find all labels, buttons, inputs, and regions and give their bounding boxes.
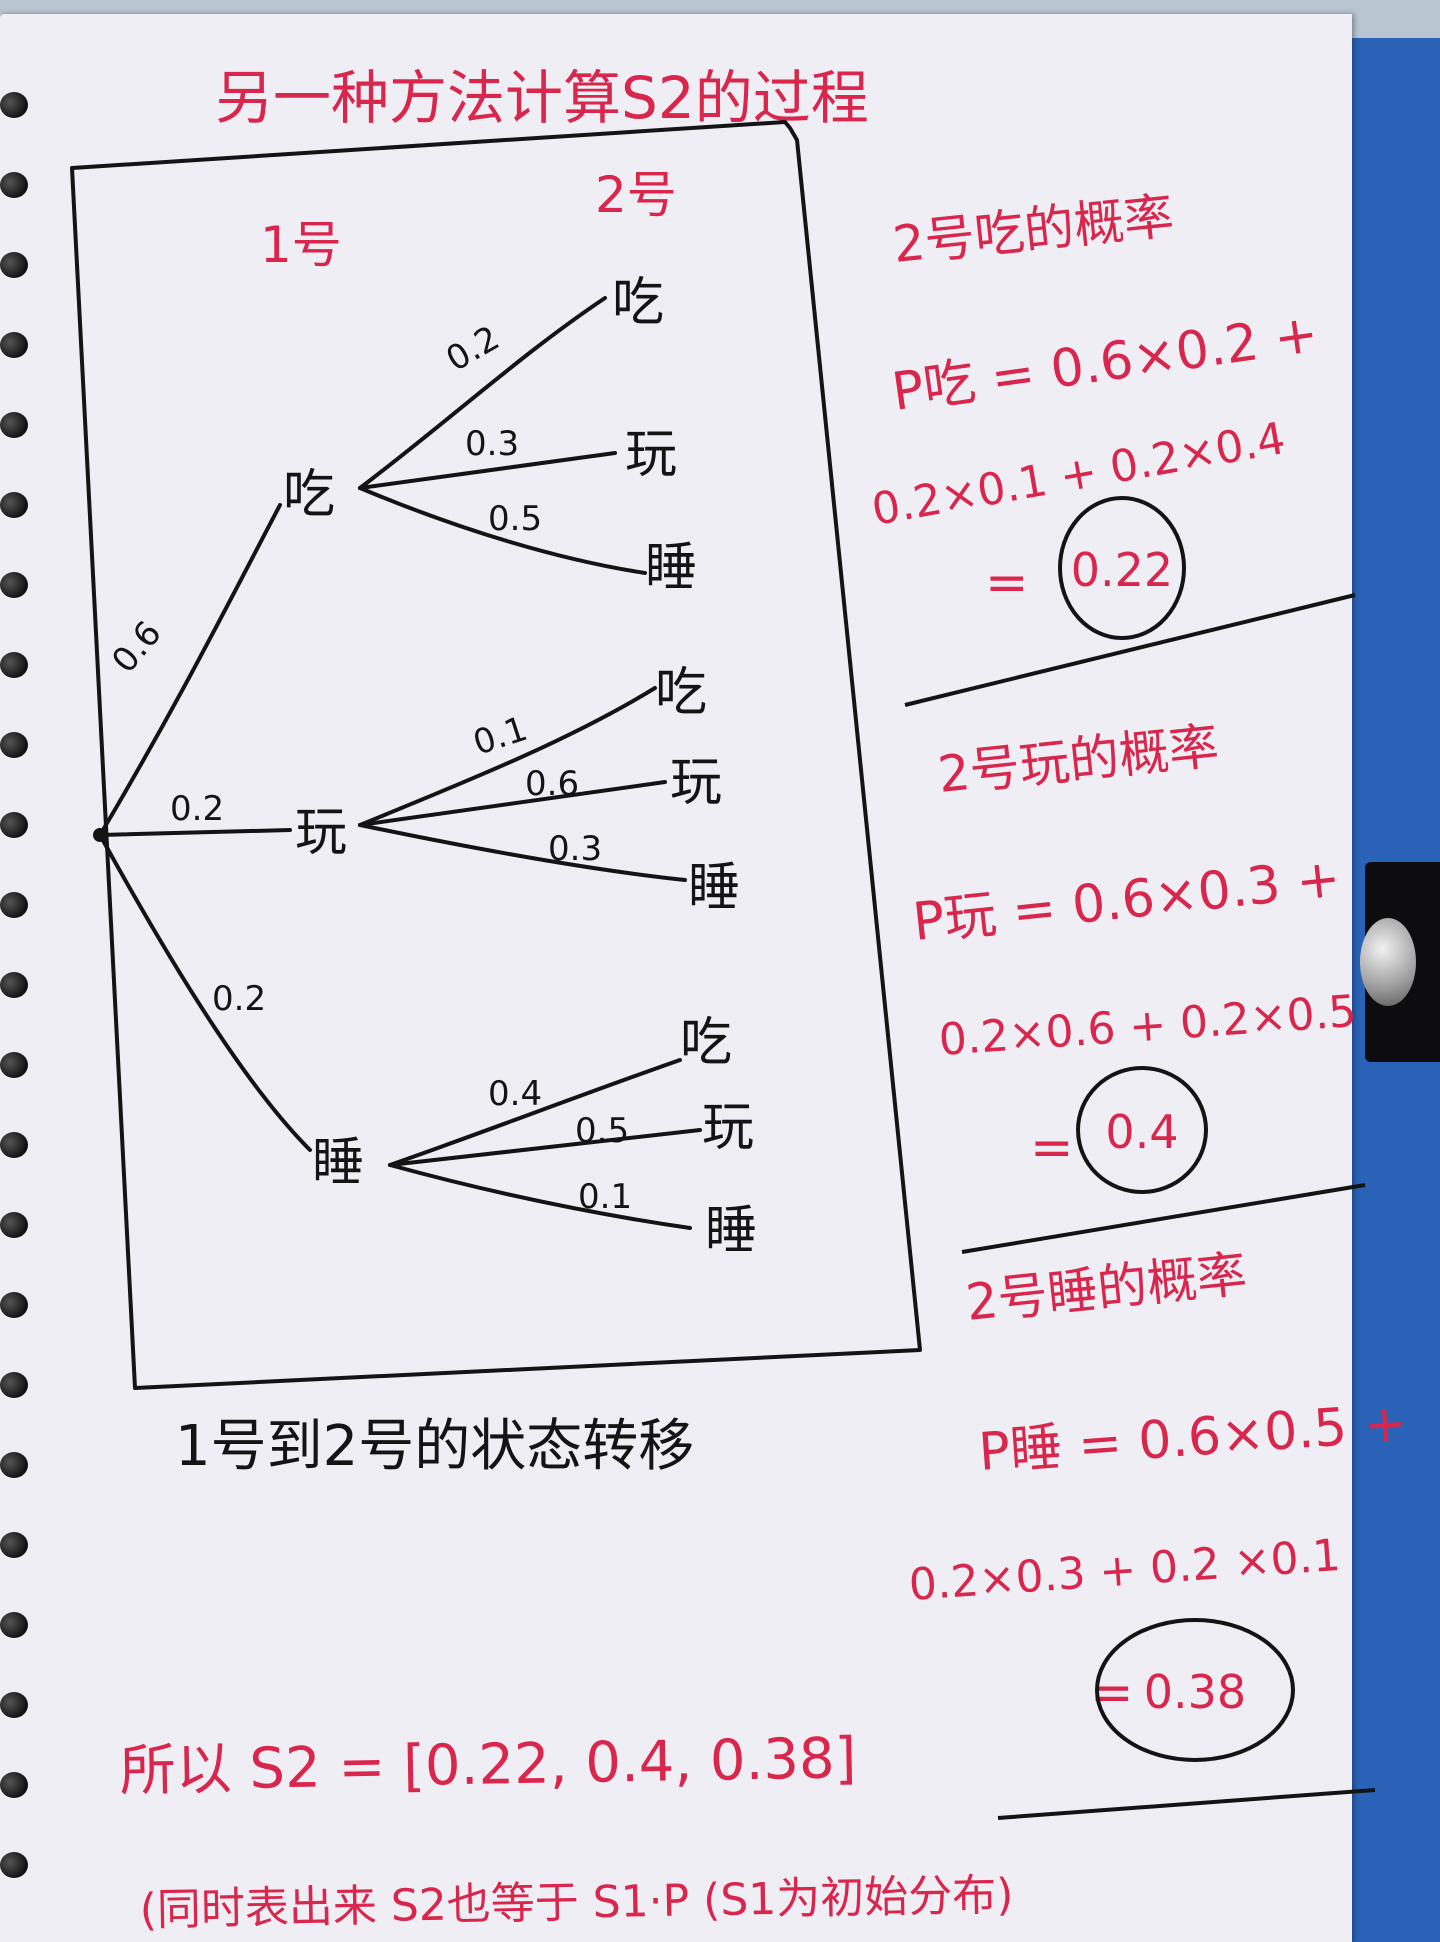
node-day2-sleep-from-play: 睡 — [688, 858, 740, 918]
notebook-page — [0, 14, 1352, 1942]
spiral-ring — [0, 332, 28, 358]
spiral-ring — [0, 1772, 28, 1798]
day1-label: 1号 — [260, 216, 342, 274]
calc-sleep-heading: 2号睡的概率 — [963, 1245, 1249, 1332]
tree-edges — [98, 296, 702, 1230]
spiral-ring — [0, 1212, 28, 1238]
result-circle-sleep — [1095, 1618, 1295, 1762]
prob-play-play: 0.6 — [525, 764, 579, 804]
spiral-ring — [0, 732, 28, 758]
prob-eat-play: 0.3 — [465, 424, 519, 464]
spiral-ring — [0, 412, 28, 438]
calc-eat-equals: = — [985, 553, 1029, 613]
spiral-ring — [0, 1292, 28, 1318]
prob-sleep-play: 0.5 — [575, 1111, 629, 1151]
spiral-ring — [0, 1052, 28, 1078]
node-day2-sleep-from-sleep: 睡 — [705, 1201, 757, 1261]
footnote-line: (同时表出来 S2也等于 S1·P (S1为初始分布) — [139, 1870, 1014, 1936]
result-circle-eat — [1058, 496, 1186, 640]
spiral-ring — [0, 92, 28, 118]
spiral-ring — [0, 1612, 28, 1638]
separator-line — [904, 593, 1356, 707]
prob-sleep-sleep: 0.1 — [578, 1177, 632, 1217]
prob-eat-eat: 0.2 — [440, 318, 507, 380]
spiral-ring — [0, 172, 28, 198]
calc-sleep-line1: P睡 = 0.6×0.5 + — [977, 1393, 1409, 1483]
day2-label: 2号 — [595, 166, 677, 224]
calc-sleep-line2: 0.2×0.3 + 0.2 ×0.1 — [907, 1530, 1342, 1611]
spiral-ring — [0, 972, 28, 998]
prob-eat-sleep: 0.5 — [488, 499, 542, 539]
node-day2-eat-from-play: 吃 — [655, 663, 707, 723]
spiral-ring — [0, 1692, 28, 1718]
prob-sleep-eat: 0.4 — [488, 1074, 542, 1114]
spiral-ring — [0, 1852, 28, 1878]
spiral-ring — [0, 652, 28, 678]
prob-root-play: 0.2 — [170, 789, 224, 829]
node-day2-play-from-sleep: 玩 — [702, 1098, 754, 1158]
prob-root-sleep: 0.2 — [212, 979, 266, 1019]
spiral-ring — [0, 1532, 28, 1558]
spiral-ring — [0, 1132, 28, 1158]
spiral-ring — [0, 492, 28, 518]
node-day1-play: 玩 — [295, 803, 347, 863]
calc-eat-line1: P吃 = 0.6×0.2 + — [888, 304, 1321, 423]
node-day2-play-from-eat: 玩 — [625, 425, 677, 485]
spiral-ring — [0, 252, 28, 278]
summary-line: 所以 S2 = [0.22, 0.4, 0.38] — [119, 1726, 857, 1804]
calc-play-heading: 2号玩的概率 — [935, 717, 1221, 804]
calc-play-result: 0.4 — [1105, 1105, 1178, 1159]
spiral-ring — [0, 892, 28, 918]
page-title: 另一种方法计算S2的过程 — [215, 64, 869, 132]
node-day1-eat: 吃 — [283, 465, 335, 525]
spiral-ring — [0, 572, 28, 598]
node-day1-sleep: 睡 — [312, 1133, 364, 1193]
calc-play-equals: = — [1030, 1118, 1074, 1178]
calc-eat-result: 0.22 — [1071, 543, 1173, 597]
node-day2-sleep-from-eat: 睡 — [645, 538, 697, 598]
separator-line — [961, 1183, 1366, 1254]
spiral-ring — [0, 1372, 28, 1398]
calc-sleep-result: 0.38 — [1144, 1665, 1246, 1719]
diagram-frame — [70, 120, 922, 1390]
node-day2-play-from-play: 玩 — [670, 753, 722, 813]
prob-root-eat: 0.6 — [104, 614, 169, 681]
root-node — [93, 828, 107, 842]
calc-play-line2: 0.2×0.6 + 0.2×0.5 — [937, 986, 1358, 1066]
prob-play-sleep: 0.3 — [548, 829, 602, 869]
calc-play-line1: P玩 = 0.6×0.3 + — [910, 848, 1343, 953]
spiral-ring — [0, 812, 28, 838]
snap-button — [1360, 918, 1416, 1006]
node-day2-eat-from-sleep: 吃 — [680, 1013, 732, 1073]
separator-line — [997, 1788, 1376, 1820]
node-day2-eat-from-eat: 吃 — [612, 273, 664, 333]
spiral-ring — [0, 1452, 28, 1478]
result-circle-play — [1076, 1066, 1208, 1194]
diagram-caption: 1号到2号的状态转移 — [175, 1414, 694, 1479]
calc-eat-heading: 2号吃的概率 — [890, 187, 1176, 274]
